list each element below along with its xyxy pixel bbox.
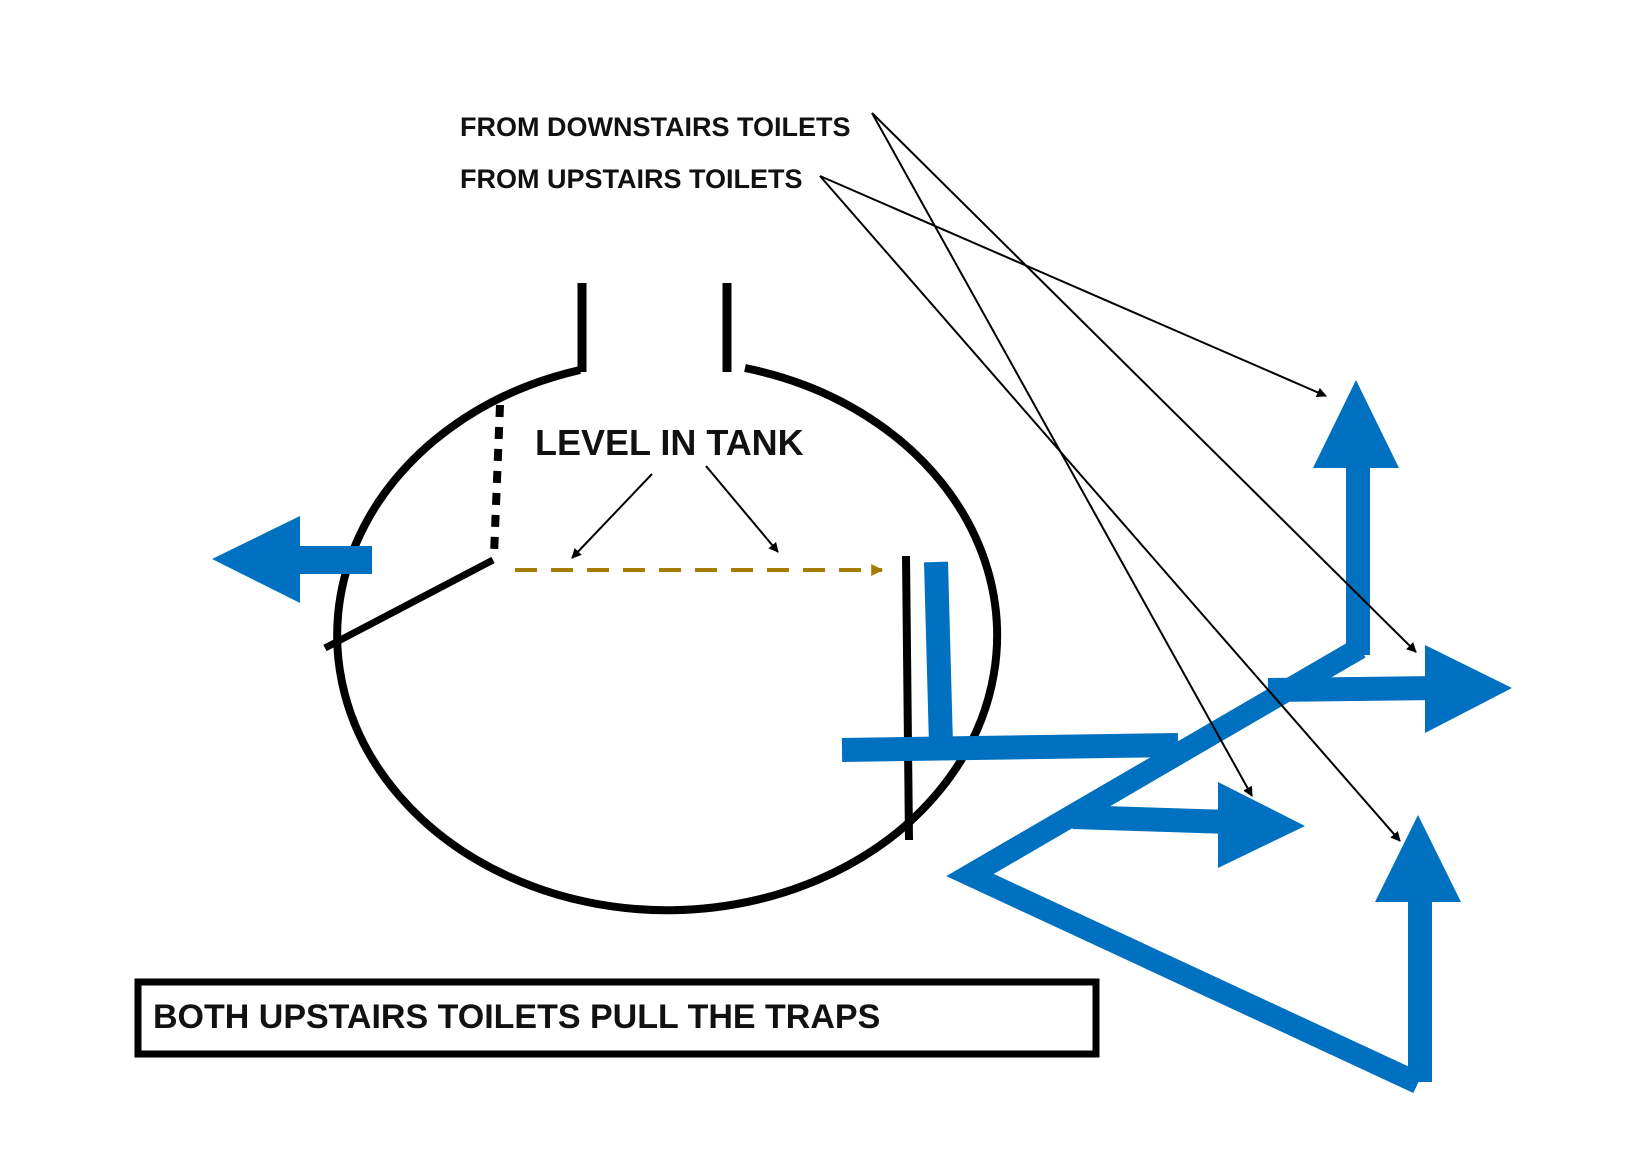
flow-arrows [212, 380, 1512, 1093]
caption-frame [134, 978, 1100, 1058]
pointer-arrow-icon [571, 473, 653, 559]
drop-pipe [924, 561, 953, 746]
label-level-in-tank: LEVEL IN TANK [535, 422, 804, 463]
tank-shell [333, 364, 1002, 915]
zigzag-pipe [946, 638, 1423, 1093]
pointer-arrow-icon [819, 175, 1327, 397]
flow-arrow-icon [1218, 782, 1305, 868]
caption-text: BOTH UPSTAIRS TOILETS PULL THE TRAPS [153, 998, 880, 1036]
label-from-upstairs: FROM UPSTAIRS TOILETS [460, 164, 803, 194]
pointer-arrows [571, 112, 1417, 842]
label-from-downstairs: FROM DOWNSTAIRS TOILETS [460, 112, 851, 142]
flow-arrow-icon [1313, 380, 1399, 468]
left-baffle [323, 556, 495, 652]
horizontal-pipe [841, 733, 1179, 762]
flow-arrow-icon [212, 516, 300, 603]
pointer-arrow-icon [705, 465, 779, 553]
right-arrow-mid-shaft [1267, 676, 1441, 702]
right-baffle [902, 555, 913, 841]
caption-box: BOTH UPSTAIRS TOILETS PULL THE TRAPS [134, 978, 1100, 1058]
pointer-arrow-icon [871, 112, 1417, 653]
dotted-baffle [490, 404, 504, 556]
tank [323, 283, 1002, 915]
flow-arrow-icon [1425, 645, 1512, 733]
flow-arrow-icon [1375, 815, 1461, 902]
pointer-arrow-icon [819, 175, 1401, 842]
right-arrow-lower-shaft [1072, 805, 1231, 834]
